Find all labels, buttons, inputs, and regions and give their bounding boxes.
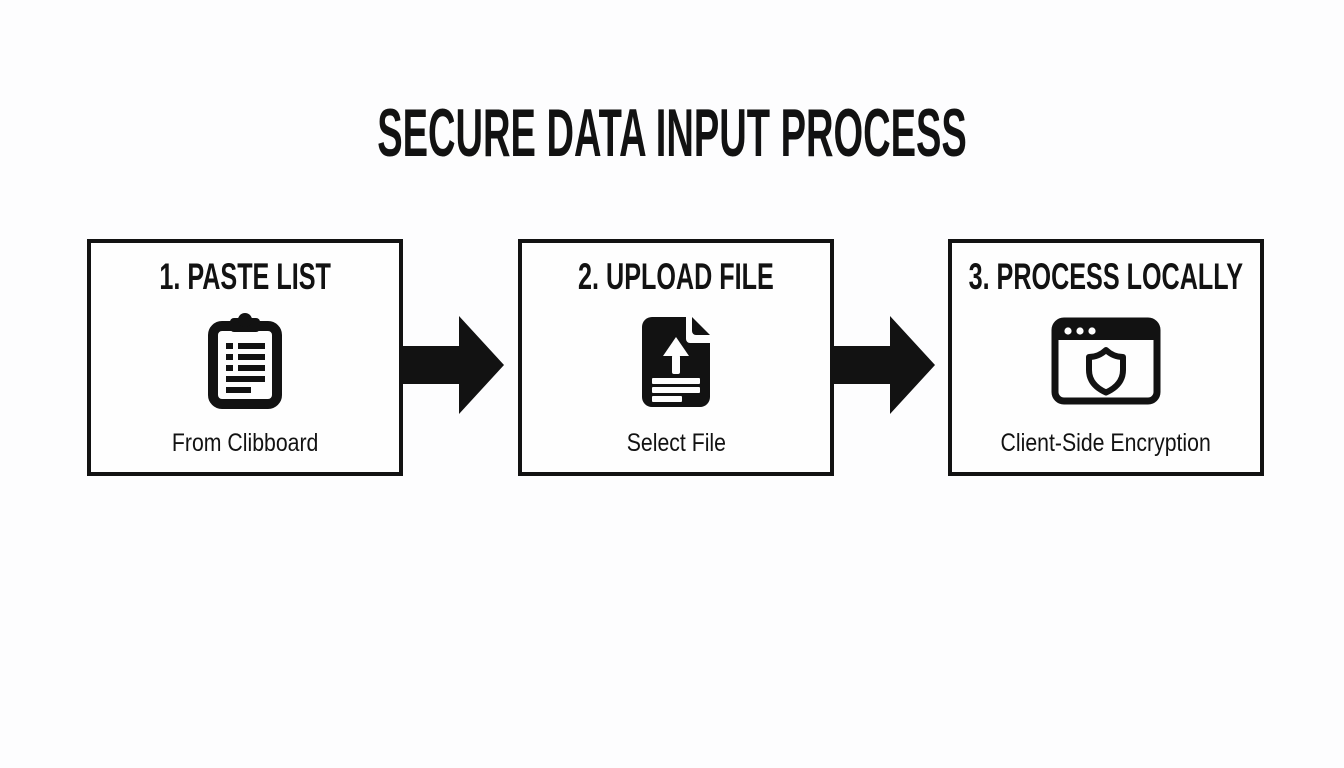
step-title: 2. UPLOAD FILE [578,256,774,297]
step-title: 1. PASTE LIST [159,256,331,297]
step-subtitle: Client-Side Encryption [1000,429,1212,457]
step-box-upload-file: 2. UPLOAD FILE Select File [518,239,834,476]
step-title: 3. PROCESS LOCALLY [968,256,1244,297]
clipboard-list-icon [206,311,284,411]
arrow-right-icon [832,316,935,414]
step-box-process-locally: 3. PROCESS LOCALLY Client-Side Encryptio… [948,239,1264,476]
step-box-paste-list: 1. PASTE LIST From Clibboard [87,239,403,476]
browser-shield-icon [1051,311,1161,411]
diagram-title: SECURE DATA INPUT PROCESS [377,95,967,171]
file-upload-icon [640,311,712,411]
step-subtitle: From Clibboard [171,429,319,457]
step-subtitle: Select File [626,429,726,457]
arrow-right-icon [401,316,504,414]
